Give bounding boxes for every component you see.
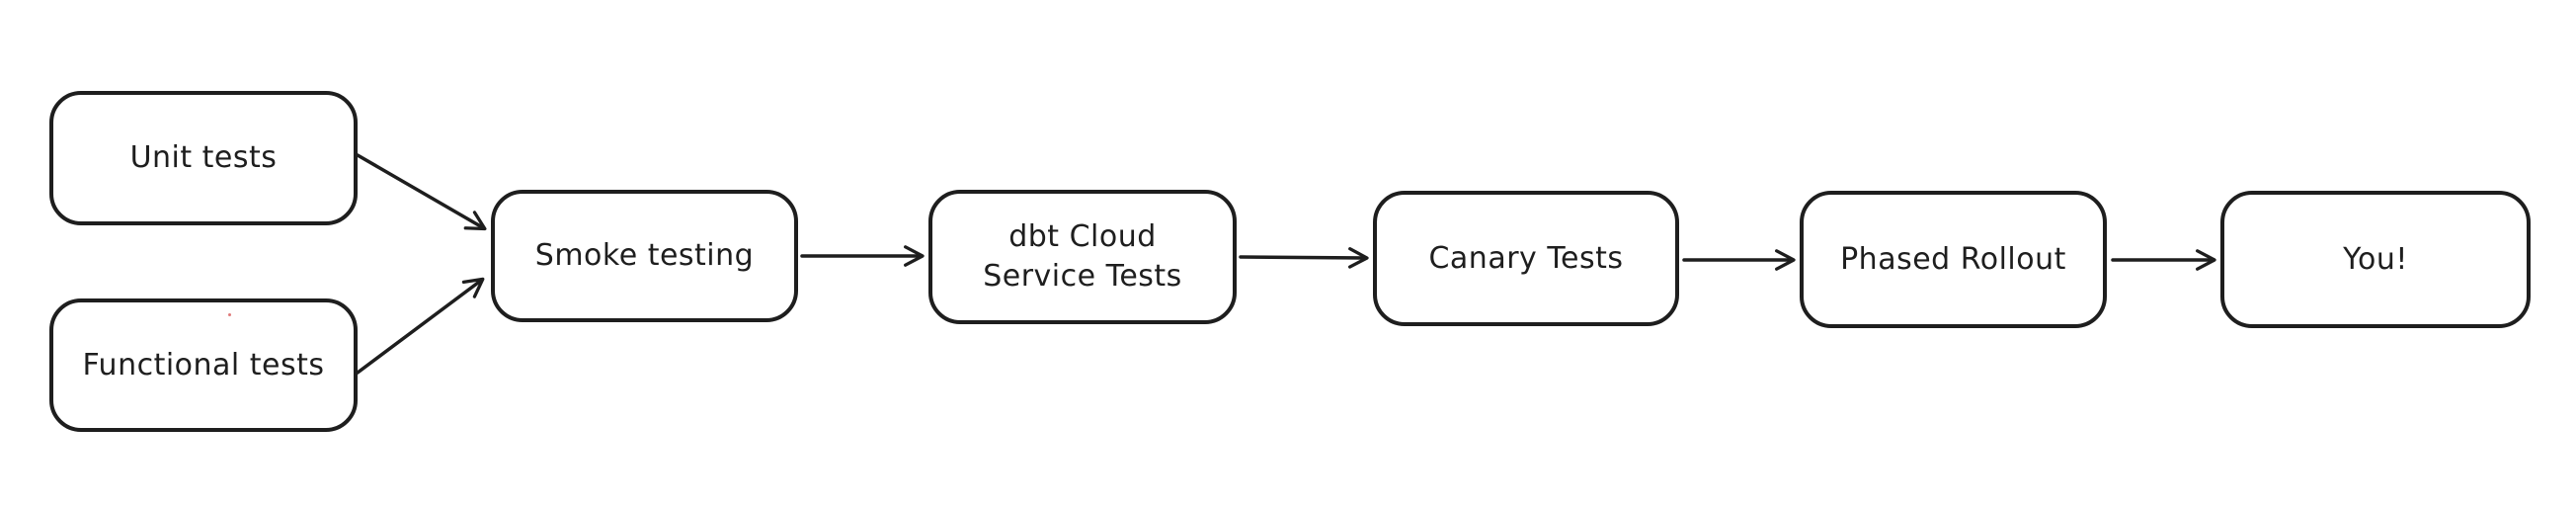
edge-dbt-cloud-service-tests-to-canary-tests xyxy=(1239,247,1369,269)
node-canary-tests: Canary Tests xyxy=(1373,191,1679,326)
red-dot-artifact xyxy=(228,313,231,316)
node-phased-rollout-label: Phased Rollout xyxy=(1840,241,2066,277)
node-dbt-cloud-service-tests-label: dbt Cloud Service Tests xyxy=(983,219,1182,294)
node-smoke-testing: Smoke testing xyxy=(491,190,798,322)
node-canary-tests-label: Canary Tests xyxy=(1428,240,1624,276)
node-functional-tests-label: Functional tests xyxy=(82,347,325,382)
node-you-label: You! xyxy=(2343,241,2408,277)
node-phased-rollout: Phased Rollout xyxy=(1800,191,2107,328)
node-dbt-cloud-service-tests: dbt Cloud Service Tests xyxy=(928,190,1237,324)
node-functional-tests: Functional tests xyxy=(49,298,358,432)
node-smoke-testing-label: Smoke testing xyxy=(534,238,755,273)
node-you: You! xyxy=(2220,191,2531,328)
node-unit-tests-label: Unit tests xyxy=(129,140,278,175)
edge-unit-tests-to-smoke-testing xyxy=(356,153,487,231)
edge-functional-tests-to-smoke-testing xyxy=(356,277,485,375)
node-unit-tests: Unit tests xyxy=(49,91,358,225)
